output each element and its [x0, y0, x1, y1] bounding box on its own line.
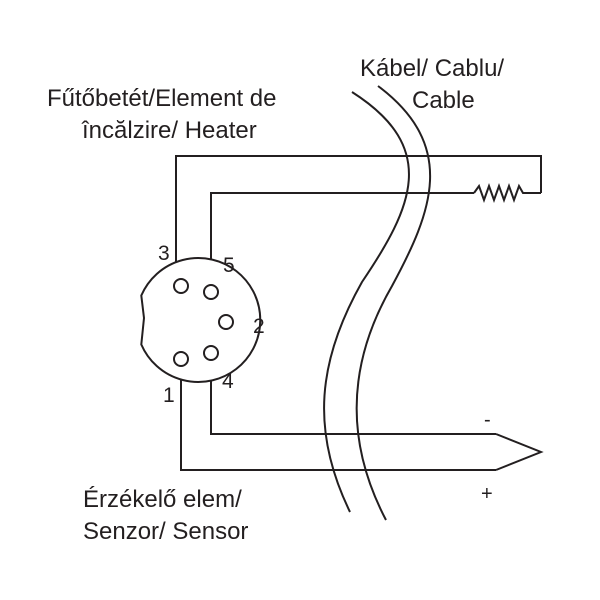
- connector-pin-4-hole: [203, 345, 219, 361]
- polarity-minus-label: -: [484, 409, 491, 431]
- connector-body-icon: [140, 257, 262, 383]
- connector-pin-2-hole: [218, 314, 234, 330]
- pin-2-label: 2: [253, 315, 265, 338]
- connector-pin-5-hole: [203, 284, 219, 300]
- connector-pin-3-hole: [173, 278, 189, 294]
- pin-3-label: 3: [158, 242, 170, 265]
- sensor-wire-plus: [180, 366, 496, 471]
- polarity-plus-label: +: [481, 483, 493, 505]
- pin-5-label: 5: [223, 254, 235, 277]
- cable-sheath-right-edge: [355, 85, 431, 521]
- heater-label-line1: Fűtőbetét/Element de: [47, 85, 276, 112]
- pin-4-label: 4: [222, 370, 234, 393]
- cable-label-line1: Kábel/ Cablu/: [360, 55, 504, 82]
- heater-label-line2: încălzire/ Heater: [81, 117, 257, 144]
- sensor-wire-minus: [210, 358, 496, 435]
- pin-1-label: 1: [163, 384, 175, 407]
- connector-pin-1-hole: [173, 351, 189, 367]
- sensor-probe-tip-icon: [495, 433, 544, 471]
- sensor-label-line2: Senzor/ Sensor: [83, 518, 248, 545]
- sensor-label-line1: Érzékelő elem/: [83, 486, 242, 513]
- cable-sheath-left-edge: [323, 91, 410, 513]
- heater-wire-inner: [210, 192, 474, 287]
- heater-resistor-icon: [473, 183, 541, 203]
- cable-label-line2: Cable: [412, 87, 475, 114]
